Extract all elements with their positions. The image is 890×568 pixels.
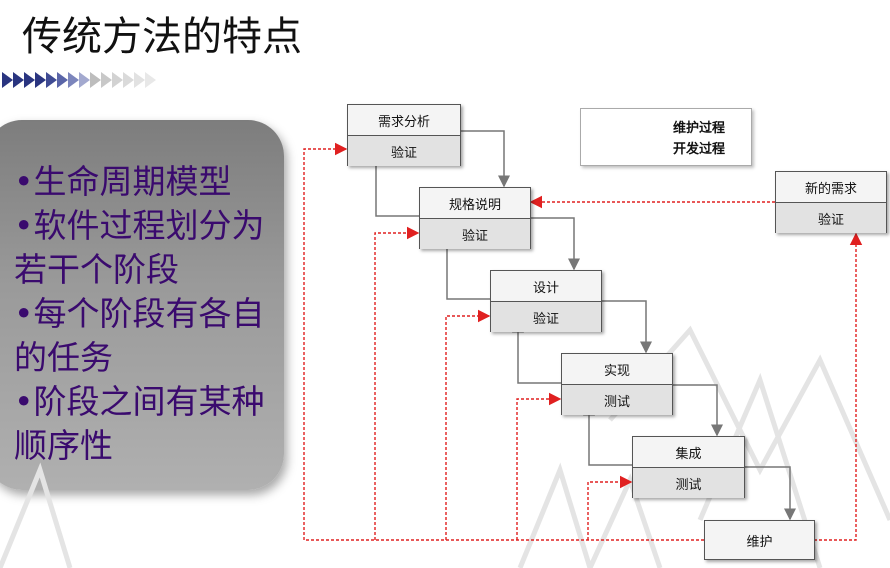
page-title: 传统方法的特点 [22,14,302,60]
maint-to-impl [516,392,562,540]
box-sublabel: 测试 [562,385,672,415]
bullet-item: •软件过程划分为若干个阶段 [14,206,265,289]
maint-to-design [445,309,491,540]
legend: 维护过程 开发过程 [580,108,752,166]
maint-to-integ [587,475,633,540]
box-sublabel: 验证 [491,302,601,332]
flow-integ-to-maint [744,466,796,521]
box-label: 设计 [491,271,601,302]
flow-req-to-spec [460,130,510,188]
box-design: 设计 验证 [490,270,602,332]
box-sublabel: 验证 [776,203,886,233]
box-label: 需求分析 [348,105,460,136]
feedback-spec-to-req [370,153,419,217]
feedback-design-to-spec [441,236,490,300]
box-sublabel: 测试 [633,468,744,498]
box-new-requirements: 新的需求 验证 [775,171,887,233]
maint-to-req [303,142,704,541]
bullet-panel [0,120,284,490]
feedback-integ-to-impl [583,403,632,466]
box-label: 新的需求 [776,172,886,203]
box-specification: 规格说明 验证 [419,187,531,249]
box-label: 实现 [562,354,672,385]
maint-to-spec [374,226,420,540]
flow-design-to-impl [601,300,652,354]
bullet-list: •生命周期模型 •软件过程划分为若干个阶段 •每个阶段有各自的任务 •阶段之间有… [14,160,274,468]
box-label: 规格说明 [420,188,530,219]
maint-to-newreq [814,232,863,541]
legend-maintenance-label: 维护过程 [673,121,726,136]
flow-spec-to-design [530,217,580,271]
box-implementation: 实现 测试 [561,353,673,415]
box-maintenance: 维护 [704,520,815,560]
box-sublabel: 验证 [348,136,460,166]
box-sublabel: 验证 [420,219,530,249]
feedback-impl-to-design [512,320,561,384]
box-label: 集成 [633,437,744,468]
box-integration: 集成 测试 [632,436,745,498]
bullet-item: •生命周期模型 [14,162,232,201]
bullet-item: •阶段之间有某种顺序性 [14,382,265,465]
flow-impl-to-integ [672,384,723,437]
box-requirements-analysis: 需求分析 验证 [347,104,461,166]
bullet-item: •每个阶段有各自的任务 [14,294,265,377]
legend-development-label: 开发过程 [673,142,726,157]
